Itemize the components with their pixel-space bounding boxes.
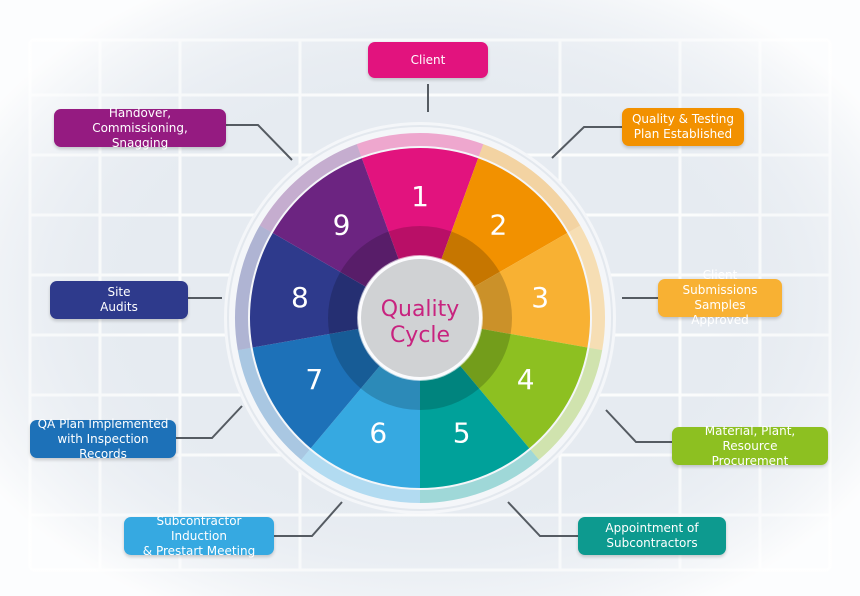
step-label-5: Appointment of Subcontractors [578, 517, 726, 555]
segment-band-8 [235, 225, 272, 351]
outer-rim [227, 125, 613, 511]
segment-band-3 [568, 225, 605, 351]
segment-band-4 [530, 347, 603, 460]
center-circle [361, 259, 479, 377]
segment-4 [459, 328, 588, 449]
step-label-4: Material, Plant, Resource Procurement [672, 424, 828, 468]
segment-inner-shade-2 [441, 231, 500, 287]
segment-number-6: 6 [369, 417, 387, 450]
connector-6 [274, 501, 343, 537]
segment-8 [249, 233, 367, 348]
segment-number-3: 3 [531, 281, 549, 314]
segment-inner-shade-9 [340, 231, 399, 287]
center-title-line1: Quality [381, 297, 460, 322]
segment-band-6 [301, 449, 420, 503]
segment-1 [361, 148, 479, 260]
segment-band-9 [259, 144, 362, 232]
segment-6 [310, 365, 420, 488]
segment-inner-shade-4 [459, 328, 511, 389]
segment-number-9: 9 [333, 209, 351, 242]
step-label-8: Site Audits [50, 281, 188, 319]
segment-number-5: 5 [453, 417, 471, 450]
step-label-1: Client [368, 42, 488, 78]
connector-2 [551, 126, 622, 159]
segment-inner-shade-7 [329, 328, 381, 389]
segment-number-2: 2 [490, 209, 508, 242]
segment-9 [272, 158, 399, 287]
connector-9 [226, 124, 293, 161]
connector-5 [507, 501, 578, 537]
segment-5 [420, 365, 530, 488]
segment-number-8: 8 [291, 281, 309, 314]
segment-7 [252, 328, 381, 449]
segment-band-2 [478, 144, 581, 232]
connector-4 [605, 409, 672, 443]
segment-inner-shade-8 [328, 272, 367, 334]
step-label-6: Subcontractor Induction & Prestart Meeti… [124, 514, 274, 558]
segment-2 [441, 158, 568, 287]
segment-number-1: 1 [411, 180, 429, 213]
step-label-3: Client Submissions Samples Approved [658, 268, 782, 327]
segment-inner-shade-1 [388, 226, 452, 260]
segment-band-7 [237, 347, 310, 460]
segment-band-1 [356, 133, 484, 157]
segment-inner-shade-3 [473, 272, 512, 334]
step-label-9: Handover, Commissioning, Snagging [54, 106, 226, 150]
connector-7 [176, 405, 243, 439]
center-title-line2: Cycle [390, 323, 450, 348]
step-label-2: Quality & Testing Plan Established [622, 108, 744, 146]
segment-band-5 [420, 449, 539, 503]
segment-number-4: 4 [517, 363, 535, 396]
segment-number-7: 7 [305, 363, 323, 396]
segment-inner-shade-6 [360, 365, 420, 410]
segment-3 [473, 233, 590, 348]
step-label-7: QA Plan Implemented with Inspection Reco… [30, 417, 176, 461]
segment-inner-shade-5 [420, 365, 480, 410]
